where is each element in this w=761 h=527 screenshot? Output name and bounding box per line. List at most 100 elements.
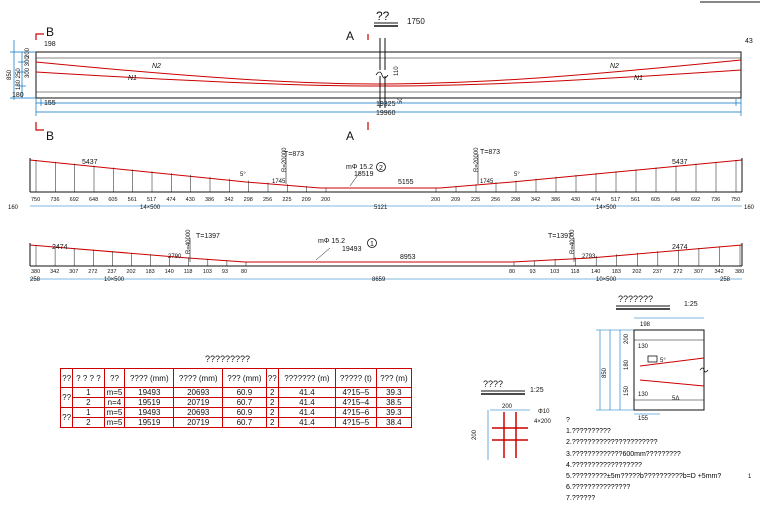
left-dim-198: 198 — [44, 41, 56, 48]
table-cell: 19519 — [124, 417, 175, 428]
e2-cable-length: 19493 — [342, 246, 362, 253]
e1-ordinate-label: 298 — [244, 197, 253, 203]
table-cell: 20719 — [173, 397, 224, 408]
e1-ordinate-label: 517 — [611, 197, 620, 203]
e2-ordinate-label: 380 — [31, 269, 40, 275]
e2-ordinate-label: 93 — [222, 269, 228, 275]
e2-top-2474-right: 2474 — [672, 244, 688, 251]
e1-ordinate-label: 605 — [651, 197, 660, 203]
table-cell: 41.4 — [277, 417, 336, 428]
section-mark-a-bottom: A — [346, 129, 354, 143]
e1-bottom-160-left: 160 — [8, 205, 19, 211]
e1-ordinate-label: 605 — [108, 197, 117, 203]
e1-ordinate-label: 692 — [70, 197, 79, 203]
e1-top-5437-right: 5437 — [672, 159, 688, 166]
top-plan-scale: 1750 — [407, 17, 425, 26]
e1-ordinate-label: 517 — [147, 197, 156, 203]
cable-label-n2-left: N2 — [152, 63, 161, 70]
cable-label-n1-right: N1 — [634, 75, 643, 82]
table-cell: 2 — [265, 417, 279, 428]
e2-t-right: T=1397 — [548, 233, 572, 240]
table-cell: 60.9 — [222, 407, 267, 418]
right-dim-43: 43 — [745, 38, 753, 45]
cable-table: ?? ? ? ? ? ?? ???? (mm) ???? (mm) ??? (m… — [59, 368, 413, 428]
e1-bottom-5121: 5121 — [374, 205, 388, 211]
table-cell: 2 — [265, 387, 279, 398]
header-cell: ??? (m) — [375, 368, 413, 388]
rebar-bar-size: Φ10 — [538, 409, 550, 415]
sec-dim-155: 155 — [638, 416, 649, 422]
e2-ordinate-label: 93 — [530, 269, 536, 275]
table-cell: 41.4 — [277, 397, 336, 408]
table-cell: 38.5 — [375, 397, 413, 408]
e2-ordinate-label: 342 — [714, 269, 723, 275]
elevation-n1: 2474 2474 8953 mΦ 15.2 19493 1 T=1397 T=… — [29, 229, 744, 283]
e2-ordinate-label: 272 — [88, 269, 97, 275]
cable-label-n1-left: N1 — [128, 75, 137, 82]
table-cell: 1 — [72, 387, 105, 398]
e2-ordinate-label: 103 — [203, 269, 212, 275]
e1-angle-left: 5° — [240, 172, 246, 178]
e1-ordinate-label: 200 — [321, 197, 330, 203]
center-dim-50: 50 — [398, 97, 404, 104]
header-cell: ???? (mm) — [124, 368, 175, 388]
section-mark-b-top: B — [46, 25, 54, 39]
table-row: 2 m=5 19519 20719 60.7 2 41.4 4?15–5 38.… — [61, 417, 413, 428]
header-cell: ??????? (m) — [277, 368, 336, 388]
e1-ordinate-label: 386 — [205, 197, 214, 203]
bottom-dim-155: 155 — [44, 100, 56, 107]
section-detail-title: ??????? — [618, 294, 653, 304]
cable-n2-line — [35, 59, 742, 85]
e2-ordinate-label: 307 — [69, 269, 78, 275]
e1-seg-right: 1745 — [480, 179, 494, 185]
table-cell: 41.4 — [277, 387, 336, 398]
e1-top-5437-left: 5437 — [82, 159, 98, 166]
e2-t-left: T=1397 — [196, 233, 220, 240]
e1-r-right: R=20000 — [474, 147, 480, 172]
e1-ordinate-label: 648 — [89, 197, 98, 203]
table-row: 2 n=4 19519 20719 60.7 2 41.4 4?15–4 38.… — [61, 397, 413, 408]
e2-cable-spec: mΦ 15.2 — [318, 238, 345, 245]
table-cell: 2 — [265, 397, 279, 408]
bottom-dim-19960: 19960 — [376, 110, 396, 117]
e2-ordinate-label: 342 — [50, 269, 59, 275]
note-item: 1.?????????? — [566, 428, 611, 436]
e2-8953: 8953 — [400, 254, 416, 261]
table-cell: 19493 — [124, 407, 175, 418]
section-detail-scale: 1:25 — [684, 301, 698, 308]
e2-ordinate-label: 183 — [146, 269, 155, 275]
notes-heading: ? — [566, 417, 570, 424]
e1-ordinate-label: 386 — [551, 197, 560, 203]
table-cell: 4?15–4 — [334, 397, 377, 408]
table-cell: 60.9 — [222, 387, 267, 398]
e1-ordinate-label: 209 — [302, 197, 311, 203]
e2-ordinate-label: 183 — [612, 269, 621, 275]
sec-dim-200: 200 — [624, 333, 630, 344]
e1-bottom-160-right: 160 — [744, 205, 755, 211]
table-cell: 2 — [72, 417, 105, 428]
sec-dim-150: 150 — [624, 385, 630, 396]
note-item: 5.?????????±5m?????b??????????b=D +5mm? — [566, 473, 722, 481]
bottom-dim-19325: 19325 — [376, 101, 396, 108]
e2-ordinate-label: 140 — [165, 269, 174, 275]
e2-ordinate-label: 380 — [735, 269, 744, 275]
table-cell: n=4 — [103, 397, 126, 408]
table-cell: 60.7 — [222, 397, 267, 408]
e1-cable-spec: mΦ 15.2 — [346, 164, 373, 171]
table-cell: 38.4 — [375, 417, 413, 428]
sec-dim-130-bottom: 130 — [638, 392, 649, 398]
table-cell: ?? — [59, 407, 74, 428]
e1-ordinate-label: 298 — [511, 197, 520, 203]
e2-ordinate-label: 237 — [107, 269, 116, 275]
rebar-spacing: 4×200 — [534, 419, 552, 425]
table-title: ????????? — [205, 354, 250, 364]
e1-ordinate-label: 736 — [711, 197, 720, 203]
e2-ordinate-label: 103 — [550, 269, 559, 275]
e2-cable-number: 1 — [370, 241, 374, 248]
table-cell: 2 — [72, 397, 105, 408]
e1-ordinate-label: 692 — [691, 197, 700, 203]
e2-r-right: R=40000 — [570, 229, 576, 254]
header-cell: ?? — [103, 368, 126, 388]
